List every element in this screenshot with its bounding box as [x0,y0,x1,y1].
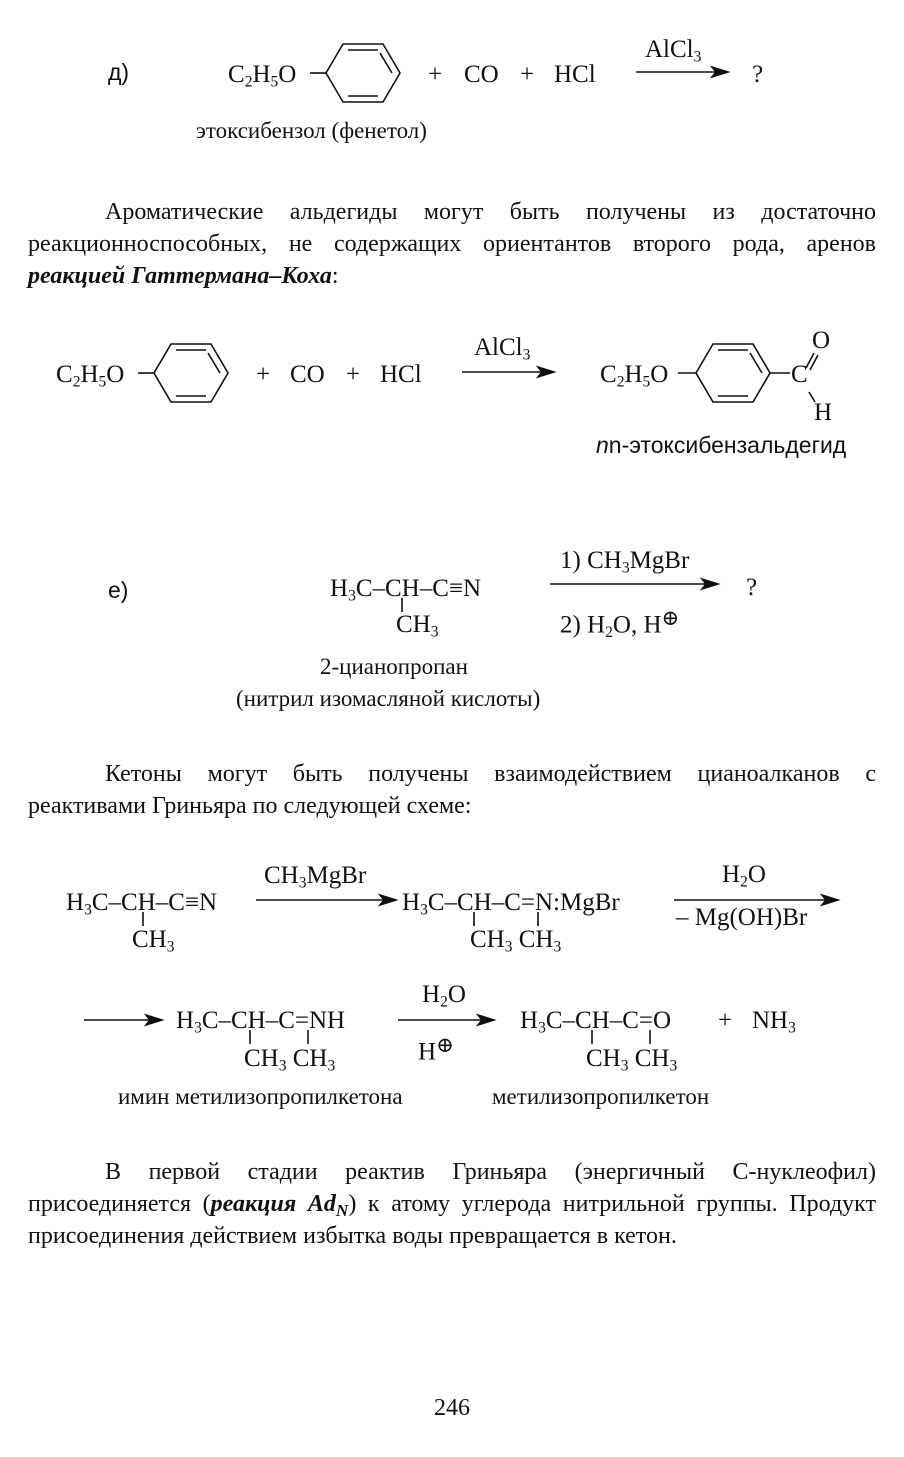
compound-name: этоксибензол (фенетол) [196,118,427,143]
paragraph-text: В первой стадии реактив Гриньяра (энерги… [28,1159,876,1217]
acid-catalyst: H⊕ [418,1033,454,1066]
unknown-product: ? [752,61,764,88]
plus-sign: + [346,361,361,388]
branch-bonds-icon [249,1030,309,1044]
hydrogen-atom: H [814,399,833,426]
methyl-branches: CH3 CH3 [470,926,562,956]
punctuation: : [331,263,339,289]
paragraph-text: Ароматические альдегиды могут быть получ… [28,199,876,257]
catalyst-label: AlCl3 [645,36,702,66]
item-label-e: е) [108,577,129,603]
plus-sign: + [718,1007,733,1034]
ethoxy-group: C2H5O [56,361,125,391]
nitrile-main-chain: H3C–CH–C≡N [66,889,218,919]
grignard-reagent: CH3MgBr [264,862,367,892]
reaction-arrow-icon [674,893,841,907]
plus-sign: + [520,61,535,88]
byproduct-label: – Mg(OH)Br [676,904,808,931]
branch-bond-icon [401,598,403,612]
hcl-reagent: HCl [380,361,422,388]
carbon-atom: C [791,361,808,388]
reaction-type: реакция Ad [210,1191,336,1217]
ethoxy-group: C2H5O [600,361,669,391]
co-reagent: CO [464,61,499,88]
ketone-main-chain: H3C–CH–C=O [520,1007,672,1037]
paragraph-text: Кетоны могут быть получены взаимодействи… [28,761,876,819]
ethoxy-group: C2H5O [228,61,297,91]
methyl-branch: CH3 [396,611,439,641]
plus-sign: + [428,61,443,88]
reaction-name: реакцией Гаттермана–Коха [28,263,332,289]
reaction-arrow-icon [636,65,731,79]
unknown-product: ? [746,574,758,601]
reaction-arrow-icon [550,577,721,591]
imine-name: имин метилизопропилкетона [118,1084,403,1109]
compound-name: 2-цианопропан [320,654,468,679]
paragraph-ketones: Кетоны могут быть получены взаимодействи… [28,758,876,822]
reaction-arrow-icon [256,893,399,907]
nitrile-main-chain: H3C–CH–C≡N [330,575,482,605]
hcl-reagent: HCl [554,61,596,88]
plus-sign: + [256,361,271,388]
paragraph-aldehydes: Ароматические альдегиды могут быть получ… [28,196,876,292]
paragraph-text-continued: ) к атому углерода нитрильной группы. Пр… [28,1191,876,1249]
product-name-text: n-этоксибензальдегид [608,432,847,458]
reaction-arrow-icon [398,1013,497,1027]
intermediate-main-chain: H3C–CH–C=N:MgBr [402,889,620,919]
ammonia-product: NH3 [752,1007,796,1037]
reaction-arrow-icon [84,1013,165,1027]
methyl-branch: CH3 [132,926,175,956]
benzene-ring-icon [678,343,790,403]
aldehyde-bonds-icon [805,352,819,403]
imine-main-chain: H3C–CH–C=NH [176,1007,346,1037]
benzene-ring-icon [138,343,229,403]
branch-bonds-icon [473,912,539,926]
compound-name-alt: (нитрил изомасляной кислоты) [236,686,541,711]
reaction-arrow-icon [462,365,557,379]
product-name: nn-этоксибензальдегид [596,432,847,458]
oxygen-atom: O [812,327,831,354]
branch-bonds-icon [591,1030,651,1044]
methyl-branches: CH3 CH3 [586,1045,678,1075]
page-number: 246 [434,1395,470,1421]
step-one-reagent: 1) CH3MgBr [560,547,690,577]
catalyst-label: AlCl3 [474,334,531,364]
methyl-branches: CH3 CH3 [244,1045,336,1075]
reaction-type-subscript: N [335,1201,349,1221]
water-reagent: H2O [422,981,466,1011]
step-two-reagent: 2) H2O, H⊕ [560,606,680,642]
item-label-d: д) [108,59,130,85]
ketone-name: метилизопропилкетон [492,1084,710,1109]
paragraph-mechanism: В первой стадии реактив Гриньяра (энерги… [28,1156,876,1252]
branch-bond-icon [142,912,144,926]
water-reagent: H2O [722,861,766,891]
benzene-ring-icon [310,43,401,103]
co-reagent: CO [290,361,325,388]
